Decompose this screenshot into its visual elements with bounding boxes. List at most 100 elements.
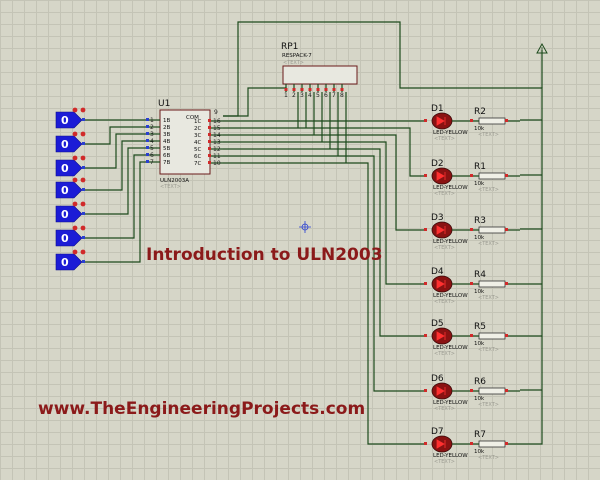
logic-state-input[interactable]: 0: [55, 107, 86, 129]
resistor-pin-marker: [505, 389, 508, 392]
led-ref: D3: [431, 213, 444, 223]
logic-state-input[interactable]: 0: [55, 131, 86, 153]
led-rows: D1LED-YELLOW<TEXT>R210k<TEXT>D2LED-YELLO…: [424, 104, 520, 465]
u1-output-pin-number: 11: [213, 153, 221, 160]
logic-probe-dot: [80, 177, 86, 183]
u1-output-label: 2C: [194, 126, 201, 132]
logic-probe-dot: [72, 107, 78, 113]
u1-input-pin-marker: [146, 146, 149, 149]
u1-output-pin-number: 16: [213, 118, 221, 125]
u1-input-pin-number: 7: [150, 159, 154, 166]
rp1-pin-marker: [324, 88, 328, 91]
logic-state-input[interactable]: 0: [55, 155, 86, 177]
rp1-pin-marker: [308, 88, 312, 91]
rp1-pin-number: 8: [340, 92, 344, 99]
diode-symbol-icon: [436, 171, 446, 181]
logic-state-input[interactable]: 0: [55, 225, 86, 247]
u1-output-label: 4C: [194, 140, 201, 146]
rp1-pin-number: 1: [284, 92, 288, 99]
led-part: LED-YELLOW: [433, 239, 468, 245]
logic-pin-marker: [82, 166, 85, 169]
diode-symbol-icon: [436, 225, 446, 235]
led-text: <TEXT>: [434, 299, 455, 305]
resistor-body-icon: [478, 440, 506, 448]
resistor-pin-marker: [505, 442, 508, 445]
logic-state-input[interactable]: 0: [55, 177, 86, 199]
u1-output-pin-marker: [208, 161, 211, 164]
u1-input-pin-marker: [146, 132, 149, 135]
led-pin-marker: [424, 442, 427, 445]
u1-input-label: 6B: [163, 153, 170, 159]
resistor-ref: R6: [474, 377, 486, 387]
led-ref: D5: [431, 319, 444, 329]
u1-input-pin-marker: [146, 153, 149, 156]
logic-pin-marker: [82, 118, 85, 121]
title-text: Introduction to ULN2003: [146, 245, 383, 265]
logic-state-value: 0: [61, 114, 69, 127]
logic-state-value: 0: [61, 162, 69, 175]
diode-symbol-icon: [436, 439, 446, 449]
led-part: LED-YELLOW: [433, 130, 468, 136]
logic-probe-dot: [80, 107, 86, 113]
u1-input-label: 7B: [163, 160, 170, 166]
resistor-pin-marker: [505, 282, 508, 285]
u1-output-pin-number: 12: [213, 146, 221, 153]
resistor-pin-marker: [470, 174, 473, 177]
led-ref: D7: [431, 427, 444, 437]
resistor-pin-marker: [505, 228, 508, 231]
led-pin-marker: [424, 228, 427, 231]
u1-output-pin-number: 14: [213, 132, 221, 139]
logic-state-value: 0: [61, 208, 69, 221]
resistor-pin-marker: [470, 119, 473, 122]
logic-state-value: 0: [61, 232, 69, 245]
resistor-body-icon: [478, 387, 506, 395]
rp1-pin-marker: [292, 88, 296, 91]
logic-probe-dot: [80, 201, 86, 207]
u1-output-label: 7C: [194, 161, 201, 167]
logic-state-input[interactable]: 0: [55, 249, 86, 271]
resistor-text: <TEXT>: [478, 132, 499, 138]
wires: [84, 21, 543, 445]
u1-input-label: 5B: [163, 146, 170, 152]
u1-output-pin-number: 15: [213, 125, 221, 132]
u1-input-pin-number: 2: [150, 124, 154, 131]
resistor-value: 10k: [474, 396, 485, 402]
website-text: www.TheEngineeringProjects.com: [38, 399, 365, 419]
logic-state-body: [55, 111, 83, 129]
diode-symbol-icon: [436, 116, 446, 126]
u1-output-pin-marker: [208, 140, 211, 143]
rp1-pin-number: 6: [324, 92, 328, 99]
u1-output-label: 3C: [194, 133, 201, 139]
led-text: <TEXT>: [434, 406, 455, 412]
rp1-ref: RP1: [281, 42, 298, 52]
u1-com-pin: 9: [214, 109, 218, 116]
u1-output-pin-marker: [208, 133, 211, 136]
diode-symbol-icon: [436, 279, 446, 289]
logic-pin-marker: [82, 236, 85, 239]
led-ref: D4: [431, 267, 444, 277]
logic-probe-dot: [72, 177, 78, 183]
logic-probe-dot: [72, 131, 78, 137]
u1-com-label: COM: [186, 115, 199, 121]
resistor-pin-marker: [505, 119, 508, 122]
logic-probe-dot: [80, 155, 86, 161]
resistor-body-icon: [478, 226, 506, 234]
u1-input-pin-number: 1: [150, 117, 154, 124]
resistor-value: 10k: [474, 235, 485, 241]
led-text: <TEXT>: [434, 459, 455, 465]
led-part: LED-YELLOW: [433, 185, 468, 191]
resistor-value: 10k: [474, 449, 485, 455]
logic-state-input[interactable]: 0: [55, 201, 86, 223]
rp1-text: <TEXT>: [283, 60, 304, 66]
u1-input-label: 1B: [163, 118, 170, 124]
